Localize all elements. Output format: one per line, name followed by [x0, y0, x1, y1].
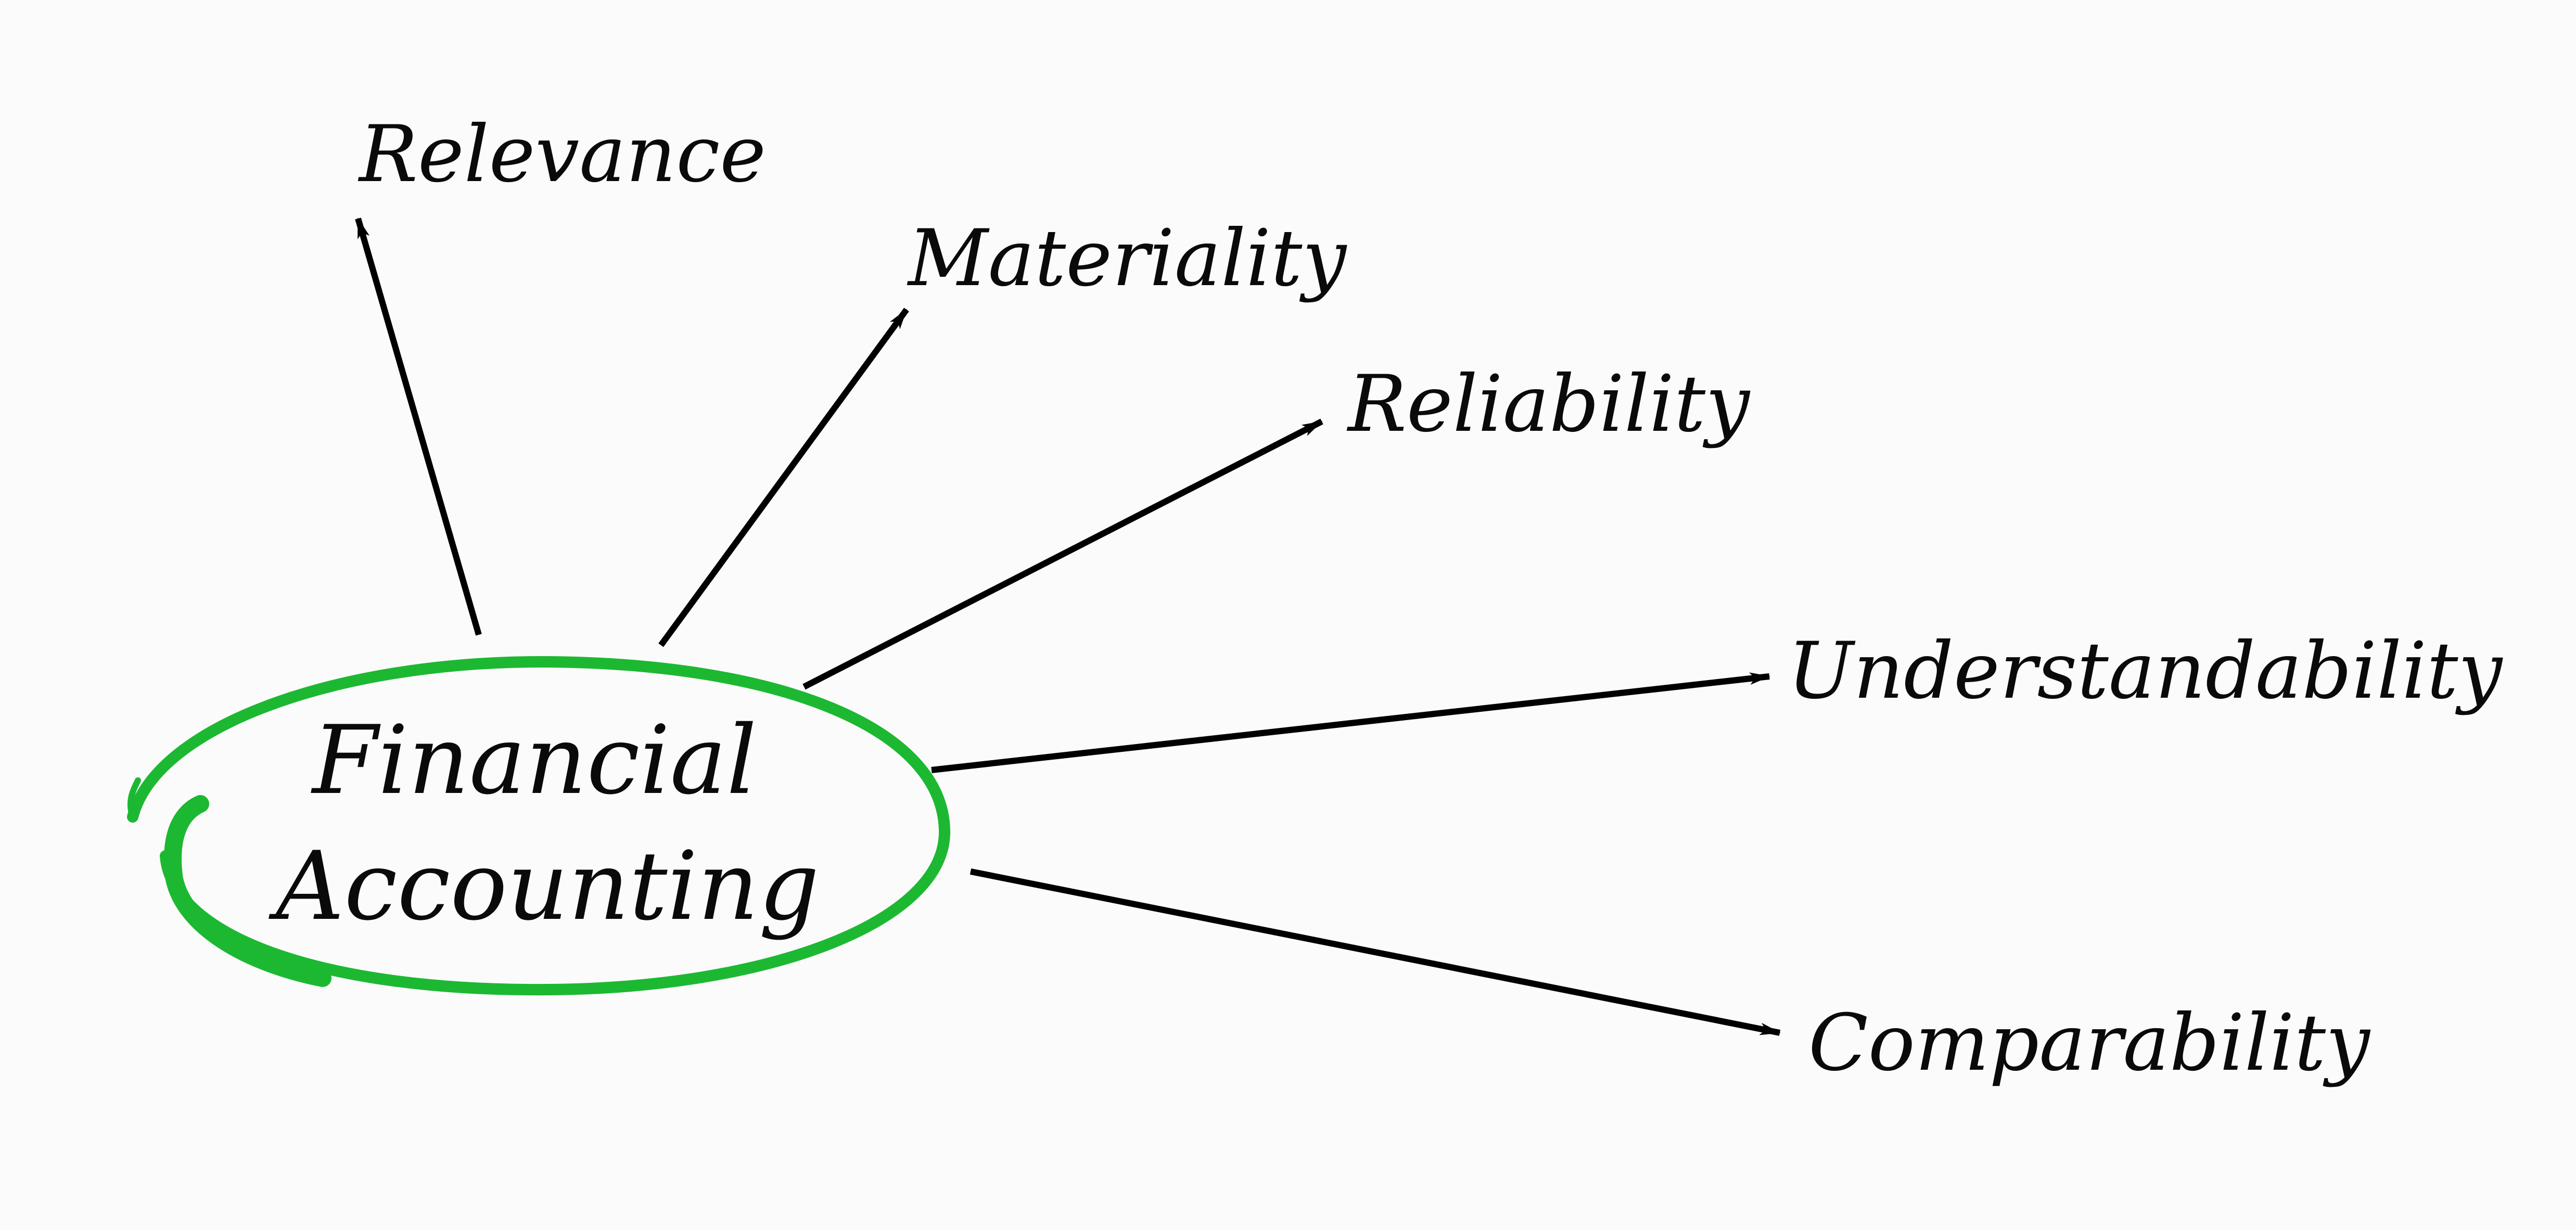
- center-ring: [127, 656, 951, 996]
- arrow-understandability: [931, 672, 1770, 773]
- arrow-reliability: [802, 418, 1323, 690]
- label-materiality: Materiality: [908, 213, 1347, 304]
- label-comparability: Comparability: [1808, 998, 2370, 1088]
- arrow-comparability: [970, 868, 1781, 1036]
- center-ring-tail: [127, 777, 141, 820]
- arrow-relevance: [355, 217, 482, 636]
- center-title-line2: Accounting: [276, 831, 820, 941]
- center-ring-outer: [127, 656, 951, 996]
- label-understandability: Understandability: [1788, 626, 2503, 716]
- arrow-materiality: [658, 307, 909, 647]
- label-relevance: Relevance: [359, 109, 767, 200]
- center-title-line1: Financial: [312, 705, 757, 815]
- center-ring-stroke-start: [164, 795, 331, 987]
- label-reliability: Reliability: [1348, 359, 1750, 450]
